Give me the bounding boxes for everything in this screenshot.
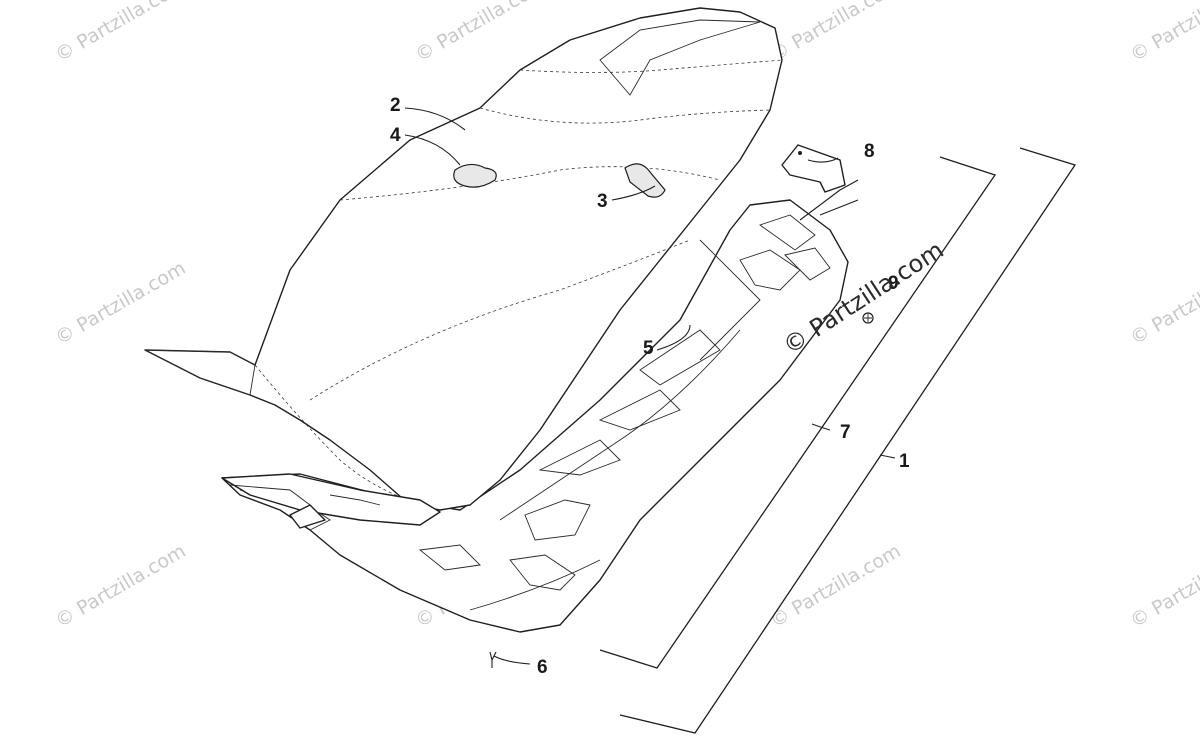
callout-1: 1 bbox=[899, 451, 910, 472]
callout-7: 7 bbox=[840, 422, 851, 443]
bracket-line-7 bbox=[599, 156, 997, 669]
watermark: © Partzilla.com bbox=[52, 540, 190, 632]
watermark: © Partzilla.com bbox=[1127, 0, 1200, 66]
callout-8: 8 bbox=[864, 141, 875, 162]
callout-9: 9 bbox=[888, 273, 899, 294]
watermark: © Partzilla.com bbox=[52, 0, 190, 66]
callout-4: 4 bbox=[390, 125, 401, 146]
callout-3: 3 bbox=[597, 191, 608, 212]
screw-part-9 bbox=[862, 312, 874, 324]
patch-part-4 bbox=[453, 163, 497, 188]
seat-base bbox=[221, 199, 849, 633]
watermark: © Partzilla.com bbox=[412, 0, 550, 66]
watermark: © Partzilla.com bbox=[52, 257, 190, 349]
bracket-hole bbox=[798, 151, 802, 155]
bracket-line-1 bbox=[619, 147, 1077, 734]
leader-1 bbox=[879, 454, 896, 459]
clip-part-6 bbox=[489, 651, 497, 668]
watermark: © Partzilla.com bbox=[767, 540, 905, 632]
leader-lines bbox=[404, 107, 859, 665]
watermark: © Partzilla.com bbox=[767, 0, 905, 66]
bracket-part-8 bbox=[781, 144, 846, 193]
rear-tail bbox=[221, 473, 441, 529]
seat-cushion bbox=[144, 7, 783, 511]
callout-5: 5 bbox=[643, 338, 654, 359]
strap-part-3 bbox=[624, 163, 666, 198]
watermark: © Partzilla.com bbox=[1127, 540, 1200, 632]
callout-6: 6 bbox=[537, 657, 548, 678]
watermark: © Partzilla.com bbox=[1127, 257, 1200, 349]
callout-2: 2 bbox=[390, 95, 401, 116]
